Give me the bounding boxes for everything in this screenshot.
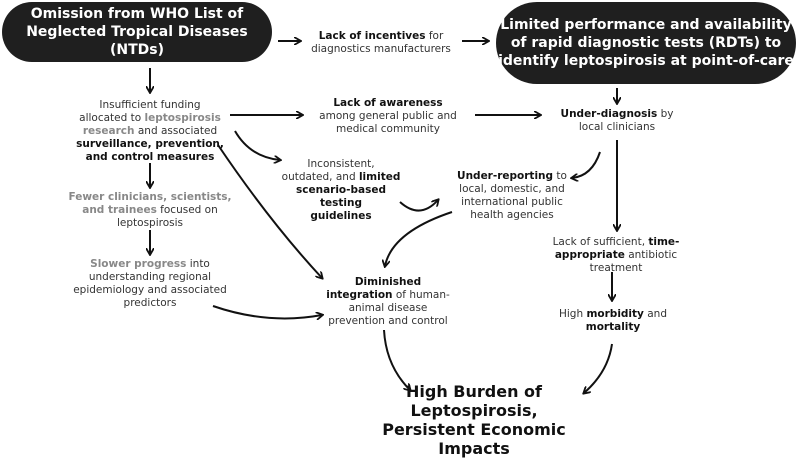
underdiagnosis-line2: local clinicians bbox=[578, 121, 656, 133]
morbidity-bold2: mortality bbox=[585, 321, 641, 333]
arrow-inconsistent-underreporting bbox=[399, 200, 438, 212]
slower-node: Slower progress into understanding regio… bbox=[62, 258, 238, 310]
slower-line3: epidemiology and associated bbox=[73, 284, 227, 296]
incentives-rest: for bbox=[425, 30, 444, 42]
arrow-underreporting-diminished bbox=[385, 211, 453, 266]
arrow-morbidity-final bbox=[584, 343, 613, 393]
fewer-node: Fewer clinicians, scientists, and traine… bbox=[62, 191, 238, 230]
inconsistent-bold2: scenario-based testing bbox=[296, 184, 386, 209]
treatment-line1: Lack of sufficient, bbox=[552, 236, 649, 248]
omission-node: Omission from WHO List of Neglected Trop… bbox=[2, 2, 272, 62]
slower-rest: into bbox=[186, 258, 210, 270]
funding-highlight1: leptospirosis bbox=[144, 112, 221, 124]
underreporting-rest: to bbox=[553, 170, 567, 182]
incentives-node: Lack of incentives for diagnostics manuf… bbox=[300, 30, 462, 56]
underreporting-line2: local, domestic, and bbox=[459, 183, 565, 195]
treatment-bold1: time- bbox=[648, 236, 680, 248]
final-outcome-text: High Burden of Leptospirosis, Persistent… bbox=[382, 382, 566, 458]
omission-text: Omission from WHO List of Neglected Trop… bbox=[26, 6, 248, 58]
final-outcome-node: High Burden of Leptospirosis, Persistent… bbox=[372, 382, 576, 458]
morbidity-node: High morbidity and mortality bbox=[548, 308, 678, 334]
funding-line2: allocated to bbox=[79, 112, 145, 124]
diminished-line3: animal disease bbox=[348, 302, 428, 314]
funding-node: Insufficient funding allocated to leptos… bbox=[70, 99, 230, 164]
fewer-line3: leptospirosis bbox=[116, 217, 183, 229]
incentives-bold: Lack of incentives bbox=[318, 30, 426, 42]
treatment-line3: treatment bbox=[589, 262, 643, 274]
underdiagnosis-rest: by bbox=[657, 108, 674, 120]
arrow-funding-inconsistent bbox=[234, 130, 280, 160]
slower-highlight: Slower progress bbox=[90, 258, 187, 270]
funding-bold2: and control measures bbox=[85, 151, 215, 163]
inconsistent-bold1: limited bbox=[358, 171, 401, 183]
treatment-bold2: appropriate bbox=[554, 249, 625, 261]
diminished-line4: prevention and control bbox=[328, 315, 448, 327]
awareness-node: Lack of awareness among general public a… bbox=[302, 97, 474, 136]
slower-line4: predictors bbox=[123, 297, 177, 309]
incentives-line2: diagnostics manufacturers bbox=[311, 43, 451, 55]
funding-line1: Insufficient funding bbox=[99, 99, 201, 111]
limited-rdt-node: Limited performance and availability of … bbox=[496, 2, 796, 84]
fewer-highlight1: Fewer clinicians, scientists, bbox=[68, 191, 232, 203]
fewer-highlight2: and trainees bbox=[82, 204, 157, 216]
awareness-line3: medical community bbox=[336, 123, 440, 135]
awareness-bold: Lack of awareness bbox=[333, 97, 443, 109]
underreporting-bold: Under-reporting bbox=[457, 170, 554, 182]
underdiagnosis-node: Under-diagnosis by local clinicians bbox=[542, 108, 692, 134]
arrow-underdiagnosis-underreporting bbox=[572, 151, 601, 178]
inconsistent-node: Inconsistent, outdated, and limited scen… bbox=[278, 158, 404, 223]
inconsistent-line2: outdated, and bbox=[281, 171, 359, 183]
limited-text: Limited performance and availability of … bbox=[498, 17, 794, 69]
treatment-node: Lack of sufficient, time- appropriate an… bbox=[540, 236, 692, 275]
morbidity-line1: High bbox=[558, 308, 587, 320]
inconsistent-bold3: guidelines bbox=[310, 210, 372, 222]
arrow-layer bbox=[0, 0, 800, 436]
arrow-funding-diminished bbox=[217, 144, 322, 278]
arrow-slower-diminished bbox=[212, 305, 322, 318]
treatment-line2: antibiotic bbox=[624, 249, 678, 261]
underreporting-line4: health agencies bbox=[470, 209, 554, 221]
funding-line3: and associated bbox=[134, 125, 218, 137]
fewer-line2: focused on bbox=[156, 204, 218, 216]
awareness-line2: among general public and bbox=[319, 110, 457, 122]
slower-line2: understanding regional bbox=[88, 271, 212, 283]
morbidity-rest: and bbox=[643, 308, 667, 320]
inconsistent-line1: Inconsistent, bbox=[307, 158, 375, 170]
underreporting-line3: international public bbox=[461, 196, 563, 208]
diminished-line2: of human- bbox=[392, 289, 450, 301]
diminished-bold1: Diminished bbox=[354, 276, 422, 288]
diminished-bold2: integration bbox=[326, 289, 393, 301]
underreporting-node: Under-reporting to local, domestic, and … bbox=[442, 170, 582, 222]
arrow-diminished-final bbox=[383, 329, 410, 390]
underdiagnosis-bold: Under-diagnosis bbox=[560, 108, 658, 120]
morbidity-bold1: morbidity bbox=[586, 308, 644, 320]
diminished-node: Diminished integration of human- animal … bbox=[310, 276, 466, 328]
funding-bold1: surveillance, prevention, bbox=[76, 138, 224, 150]
funding-highlight2: research bbox=[82, 125, 135, 137]
